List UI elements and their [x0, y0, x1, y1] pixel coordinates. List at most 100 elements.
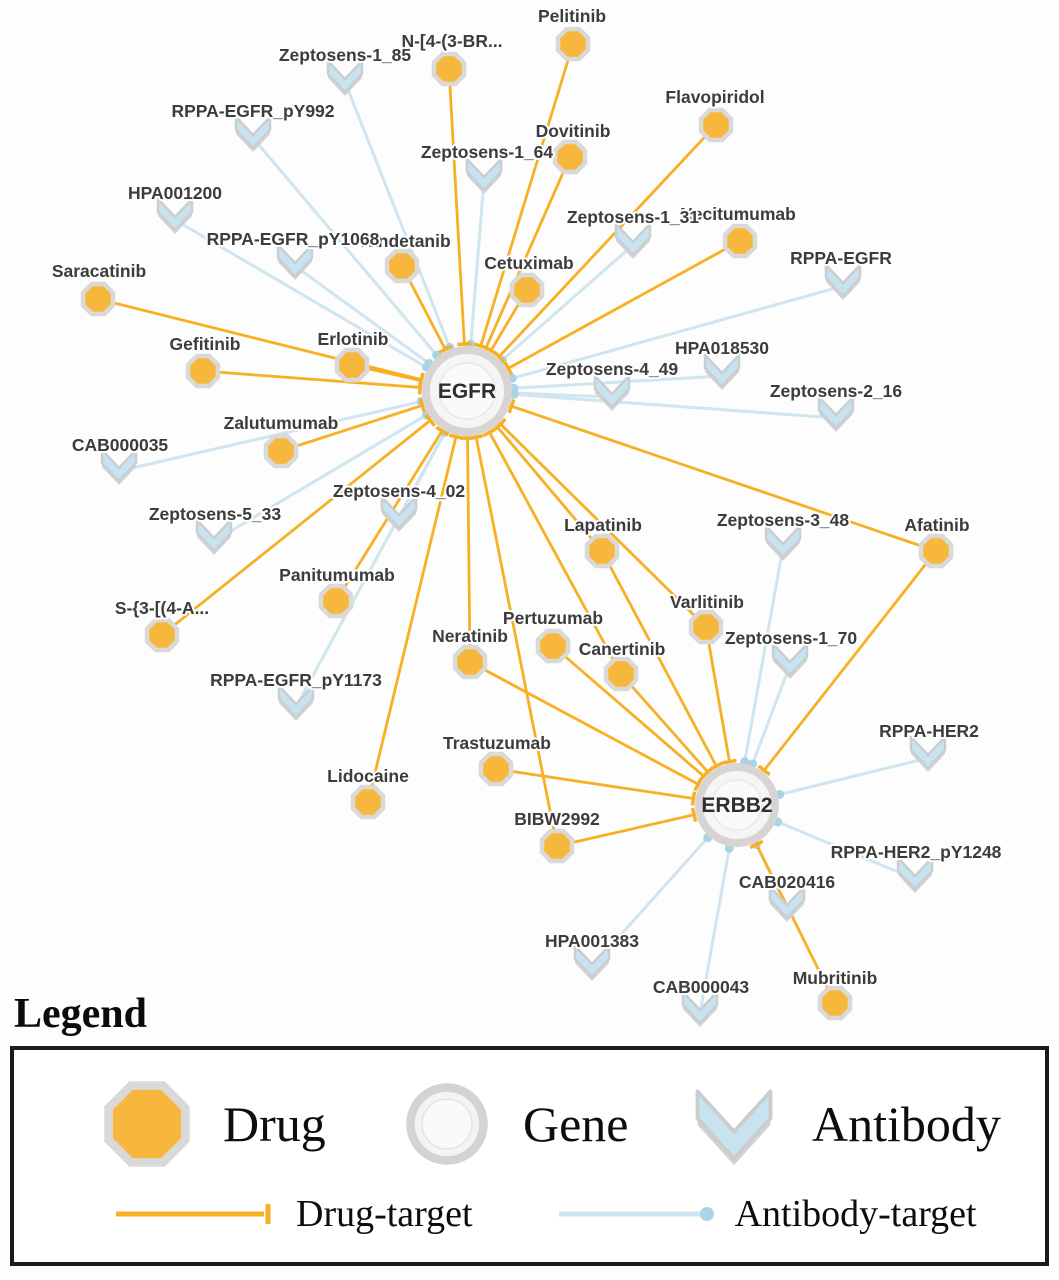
drug-node-mubritinib[interactable]: [817, 985, 853, 1021]
tee-arrowhead: [457, 341, 472, 347]
drug-target-edge-afatinib: [763, 550, 938, 772]
antibody-node-rppa-egfr[interactable]: [824, 263, 862, 300]
drug-node-necitumumab[interactable]: [722, 223, 758, 259]
antibody-node-zeptosens-1-64[interactable]: [465, 157, 503, 194]
drug-octagon: [698, 107, 734, 143]
antibody-node-zeptosens-1-85[interactable]: [326, 59, 364, 96]
antibody-node-hpa018530[interactable]: [703, 353, 741, 390]
drug-node-canertinib[interactable]: [603, 656, 639, 692]
antibody-target-edge-cab000043: [698, 848, 731, 1014]
antibody-node-zeptosens-4-49[interactable]: [593, 374, 631, 411]
antibody-target-line-icon: [558, 1207, 714, 1221]
tee-arrowhead: [749, 839, 764, 850]
antibody-node-zeptosens-1-70[interactable]: [771, 642, 809, 679]
drug-node-n-4-3-br[interactable]: [431, 51, 467, 87]
antibody-node-rppa-egfr-py992[interactable]: [234, 115, 272, 152]
drug-node-flavopiridol[interactable]: [698, 107, 734, 143]
antibody-node-zeptosens-5-33[interactable]: [195, 518, 233, 555]
drug-octagon: [584, 533, 620, 569]
drug-octagon: [478, 751, 514, 787]
drug-node-dovitinib[interactable]: [552, 139, 588, 175]
node-label-rppa-egfr: RPPA-EGFR: [790, 248, 892, 268]
antibody-node-hpa001200[interactable]: [156, 197, 194, 234]
gene-label: ERBB2: [701, 794, 772, 817]
node-label-n-4-3-br: N-[4-(3-BR...: [401, 31, 502, 51]
gene-node-erbb2[interactable]: ERBB2: [695, 763, 779, 847]
drug-octagon: [509, 272, 545, 308]
drug-octagon: [431, 51, 467, 87]
antibody-chevron: [276, 243, 314, 278]
node-label-zeptosens-2-16: Zeptosens-2_16: [770, 381, 903, 401]
drug-node-lapatinib[interactable]: [584, 533, 620, 569]
antibody-chevron: [573, 944, 611, 979]
drug-node-trastuzumab[interactable]: [478, 751, 514, 787]
node-label-bibw2992: BIBW2992: [514, 809, 600, 829]
drug-node-gefitinib[interactable]: [185, 353, 221, 389]
node-label-vandetanib: Vandetanib: [357, 231, 450, 251]
drug-node-s-3-4-a[interactable]: [144, 617, 180, 653]
drug-node-pelitinib[interactable]: [555, 26, 591, 62]
legend-item-drug-target: Drug-target: [112, 1192, 473, 1236]
drug-target-edge-dovitinib: [484, 156, 572, 349]
node-label-neratinib: Neratinib: [432, 626, 508, 646]
drug-octagon: [384, 248, 420, 284]
antibody-node-rppa-egfr-py1173[interactable]: [277, 684, 315, 721]
node-label-zeptosens-3-48: Zeptosens-3_48: [717, 510, 850, 530]
drug-octagon-icon: [104, 1081, 190, 1167]
drug-octagon: [144, 617, 180, 653]
antibody-chevron-icon: [695, 1089, 773, 1166]
node-label-zeptosens-1-70: Zeptosens-1_70: [725, 628, 858, 648]
antibody-chevron: [768, 885, 806, 920]
tee-arrowhead: [757, 764, 771, 777]
antibody-node-zeptosens-2-16[interactable]: [817, 395, 855, 432]
drug-target-edge-bibw2992: [556, 813, 695, 848]
drug-node-zalutumumab[interactable]: [263, 433, 299, 469]
drug-target-edge-necitumumab: [507, 239, 741, 370]
legend-title: Legend: [14, 991, 148, 1037]
drug-node-lidocaine[interactable]: [350, 784, 386, 820]
drug-node-erlotinib[interactable]: [334, 347, 370, 383]
drug-octagon: [185, 353, 221, 389]
antibody-node-zeptosens-3-48[interactable]: [764, 524, 802, 561]
antibody-chevron: [764, 524, 802, 559]
antibody-node-rppa-egfr-py1068[interactable]: [276, 243, 314, 280]
legend-item-drug: Drug: [99, 1076, 399, 1172]
drug-octagon: [535, 628, 571, 664]
antibody-node-zeptosens-4-02[interactable]: [380, 495, 418, 532]
antibody-node-hpa001383[interactable]: [573, 944, 611, 981]
antibody-target-edge-cab000035: [118, 400, 422, 473]
node-label-rppa-egfr-py1068: RPPA-EGFR_pY1068: [207, 229, 380, 249]
antibody-target-edge-rppa-egfr-py1068: [294, 264, 430, 365]
drug-node-bibw2992[interactable]: [539, 828, 575, 864]
antibody-node-cab000043[interactable]: [681, 990, 719, 1027]
antibody-node-zeptosens-1-31[interactable]: [614, 222, 652, 259]
drug-octagon: [555, 26, 591, 62]
drug-node-vandetanib[interactable]: [384, 248, 420, 284]
antibody-node-cab020416[interactable]: [768, 885, 806, 922]
antibody-chevron: [465, 157, 503, 192]
node-label-varlitinib: Varlitinib: [670, 592, 744, 612]
antibody-chevron: [681, 990, 719, 1025]
node-label-saracatinib: Saracatinib: [52, 261, 146, 281]
drug-node-varlitinib[interactable]: [688, 609, 724, 645]
node-label-canertinib: Canertinib: [579, 639, 666, 659]
drug-octagon: [552, 139, 588, 175]
drug-node-saracatinib[interactable]: [80, 281, 116, 317]
drug-node-panitumumab[interactable]: [318, 583, 354, 619]
node-label-panitumumab: Panitumumab: [279, 565, 395, 585]
drug-node-neratinib[interactable]: [452, 644, 488, 680]
antibody-node-cab000035[interactable]: [100, 448, 138, 485]
antibody-node-rppa-her2[interactable]: [909, 735, 947, 772]
antibody-node-rppa-her2-py1248[interactable]: [896, 856, 934, 893]
antibody-target-edge-rppa-egfr-py992: [251, 137, 438, 357]
drug-node-cetuximab[interactable]: [509, 272, 545, 308]
node-label-cab000035: CAB000035: [72, 435, 169, 455]
drug-node-pertuzumab[interactable]: [535, 628, 571, 664]
node-label-rppa-her2: RPPA-HER2: [879, 721, 979, 741]
legend-drug-target-label: Drug-target: [296, 1193, 473, 1235]
node-label-cab020416: CAB020416: [739, 872, 836, 892]
legend-item-gene: Gene: [399, 1076, 684, 1172]
drug-node-afatinib[interactable]: [918, 533, 954, 569]
gene-node-egfr[interactable]: EGFR: [422, 346, 512, 436]
drug-octagon: [263, 433, 299, 469]
